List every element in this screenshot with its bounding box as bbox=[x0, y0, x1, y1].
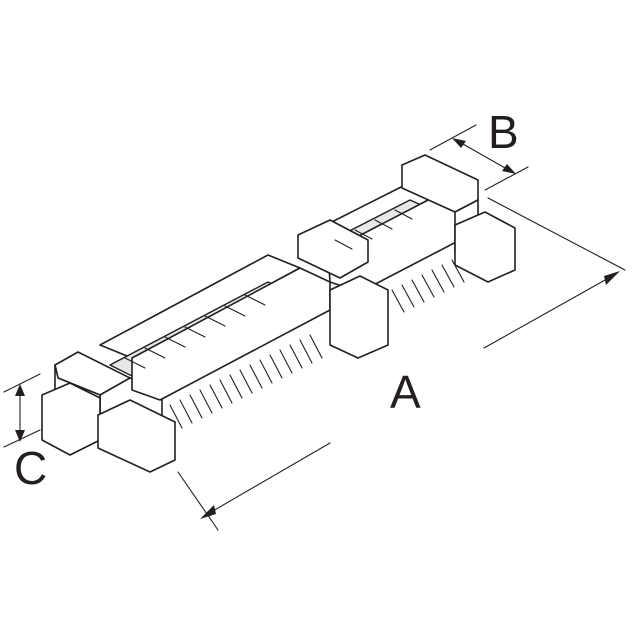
left-latch bbox=[41, 382, 101, 456]
dim-a-ext-left bbox=[177, 471, 219, 531]
contact-pins-right bbox=[391, 259, 465, 313]
dim-a-line-left bbox=[205, 442, 331, 516]
dim-b-ext-bottom bbox=[484, 166, 529, 191]
dim-a-line-right bbox=[483, 274, 615, 349]
dim-b-line bbox=[455, 139, 513, 173]
left-foot bbox=[97, 399, 176, 473]
dimension-a: A bbox=[177, 197, 626, 531]
dim-c-arrow-bottom bbox=[15, 430, 25, 442]
dim-c-ext-bottom bbox=[3, 429, 41, 448]
dim-c-label: C bbox=[14, 442, 47, 494]
contact-pins-left bbox=[169, 334, 323, 429]
dim-c-ext-top bbox=[3, 373, 41, 393]
center-key-front bbox=[329, 275, 389, 359]
dimension-b: B bbox=[429, 106, 529, 191]
dim-a-arrow-left bbox=[200, 505, 216, 519]
right-latch bbox=[454, 211, 516, 283]
dim-b-arrow-top bbox=[452, 138, 466, 148]
center-key-top bbox=[297, 219, 369, 279]
dimension-c: C bbox=[3, 373, 47, 494]
connector-body bbox=[41, 154, 516, 473]
window-ribs bbox=[124, 209, 413, 369]
dim-a-arrow-right bbox=[604, 271, 620, 285]
dim-b-label: B bbox=[488, 106, 519, 158]
dim-b-ext-top bbox=[429, 124, 477, 151]
dim-c-arrow-top bbox=[15, 384, 25, 396]
dim-a-ext-right bbox=[487, 197, 626, 271]
dim-a-label: A bbox=[390, 366, 421, 418]
dim-b-arrow-bottom bbox=[502, 164, 516, 174]
